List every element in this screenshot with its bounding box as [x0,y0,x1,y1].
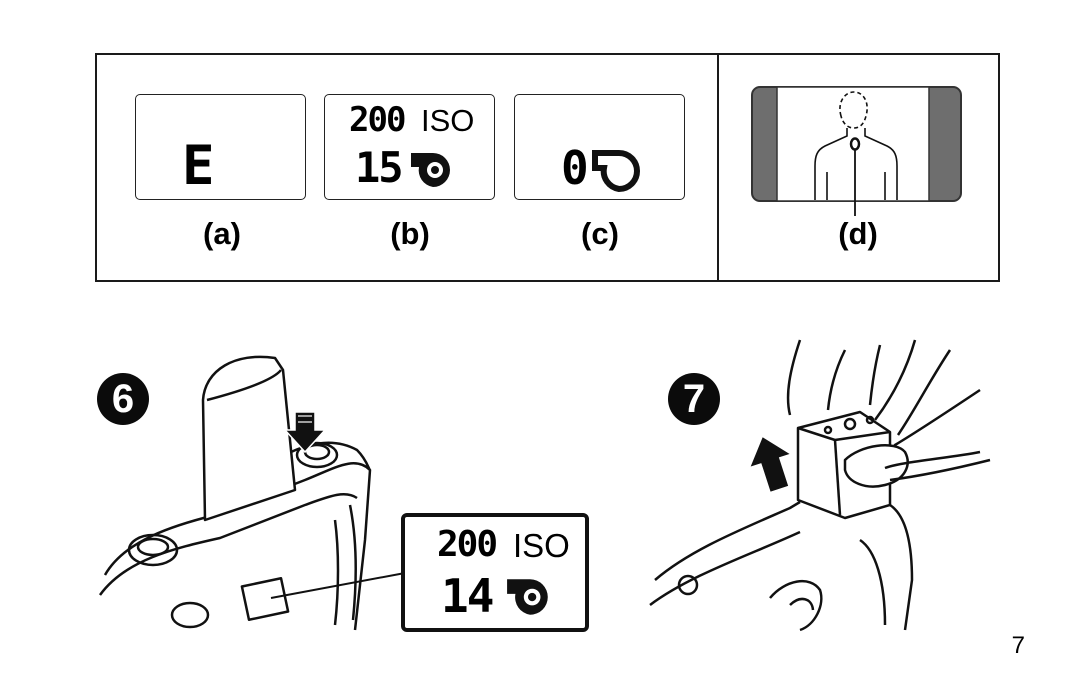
step-6-lcd-display: 200 ISO 14 [401,513,589,632]
lcd-b-iso-label: ISO [421,103,475,138]
lcd-display-a: E [135,94,306,200]
autofocus-mark-icon [849,137,861,151]
step-6-film-speed: 200 [437,524,498,565]
label-d: (d) [838,216,878,251]
camera-rewind-illustration [98,355,406,631]
viewfinder-illustration [751,86,962,216]
up-arrow-icon [748,435,794,494]
step-6-badge: 6 [97,373,149,425]
page-number: 7 [1011,632,1025,659]
film-roll-empty-icon [592,150,640,193]
film-removal-illustration [649,339,991,632]
lcd-display-b: 200 ISO 15 [324,94,495,200]
label-c: (c) [581,216,619,251]
lcd-b-film-speed: 200 [349,100,406,140]
panel-divider [717,53,719,282]
step-6-iso-label: ISO [513,527,570,564]
label-a: (a) [203,216,241,251]
label-b: (b) [390,216,430,251]
step-6-frame-count: 14 [441,569,494,623]
lcd-illustration-panel [95,53,1000,282]
lcd-a-symbol: E [182,134,214,197]
down-arrow-icon [283,411,327,454]
lcd-c-frame-count: 0 [561,141,589,195]
lcd-b-frame-count: 15 [355,143,404,192]
lcd-display-c: 0 [514,94,685,200]
film-roll-icon [507,579,548,615]
person-silhouette-icon [814,91,898,200]
step-7-badge: 7 [668,373,720,425]
film-roll-icon [411,153,450,187]
